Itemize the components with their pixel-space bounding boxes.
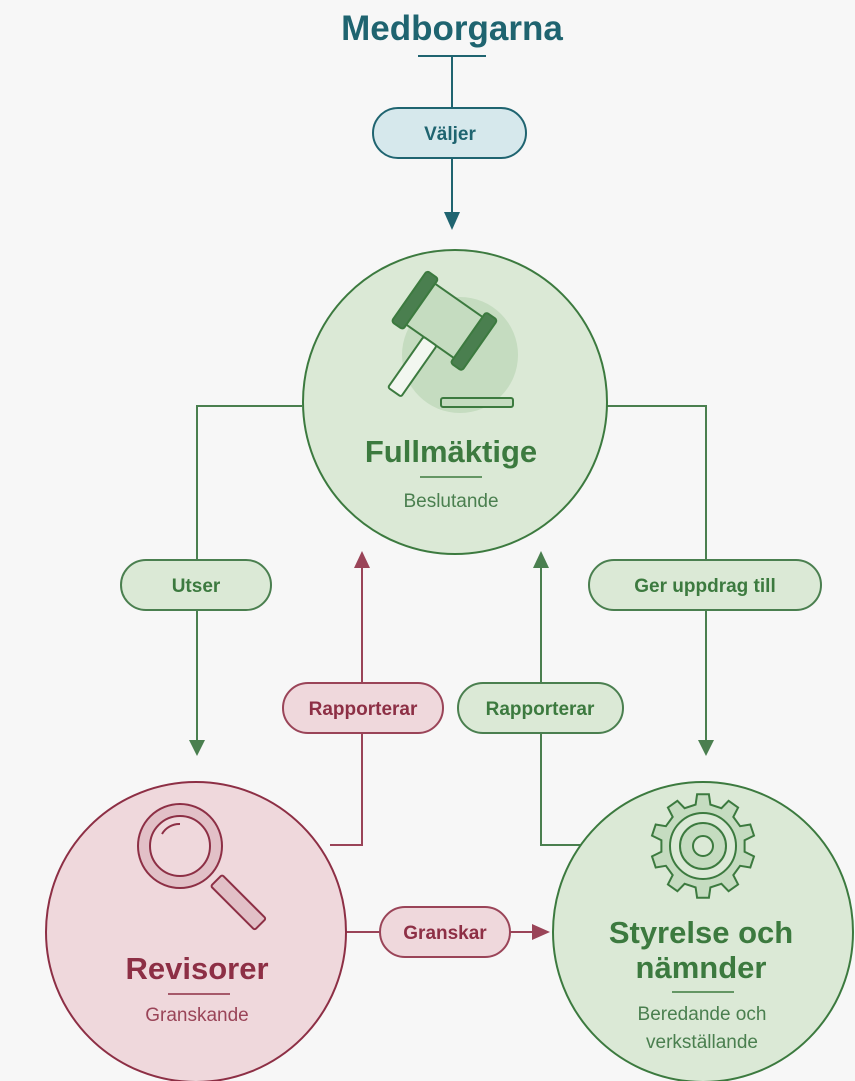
commissions-pill: Ger uppdrag till [588, 559, 822, 611]
audits-label: Granskar [403, 923, 487, 944]
council-node: Fullmäktige Beslutande [302, 249, 608, 555]
elects-label: Väljer [424, 124, 476, 145]
auditors-report-label: Rapporterar [309, 699, 418, 720]
boards-title-line2: nämnder [636, 950, 767, 985]
boards-subtitle-line2: verkställande [646, 1032, 758, 1053]
appoints-arrowhead [189, 740, 205, 756]
magnifying-glass-icon [137, 803, 267, 931]
auditors-report-pill: Rapporterar [282, 682, 444, 734]
boards-report-pill: Rapporterar [457, 682, 624, 734]
appoints-line [196, 405, 302, 742]
council-title: Fullmäktige [365, 434, 537, 469]
audits-arrowhead [532, 924, 550, 940]
elects-arrowhead [444, 212, 460, 230]
boards-report-arrowhead [533, 551, 549, 568]
appoints-pill: Utser [120, 559, 272, 611]
auditors-report-arrowhead [354, 551, 370, 568]
elects-pill: Väljer [372, 107, 527, 159]
boards-report-label: Rapporterar [486, 699, 595, 720]
appoints-label: Utser [172, 576, 221, 597]
auditors-subtitle: Granskande [145, 1005, 249, 1026]
boards-title-line1: Styrelse och [609, 915, 793, 950]
boards-node: Styrelse och nämnder Beredande och verks… [552, 781, 854, 1081]
council-subtitle: Beslutande [403, 491, 498, 512]
commissions-label: Ger uppdrag till [634, 576, 775, 597]
audits-pill: Granskar [379, 906, 511, 958]
commissions-arrowhead [698, 740, 714, 756]
auditors-title: Revisorer [125, 951, 268, 986]
boards-subtitle-line1: Beredande och [638, 1004, 767, 1025]
boards-report-line [540, 566, 582, 846]
citizens-title: Medborgarna [341, 9, 563, 48]
commissions-line [607, 405, 707, 742]
auditors-report-line [330, 566, 363, 846]
gavel-icon [387, 270, 518, 413]
gear-icon [650, 793, 756, 899]
auditors-node: Revisorer Granskande [45, 781, 347, 1081]
